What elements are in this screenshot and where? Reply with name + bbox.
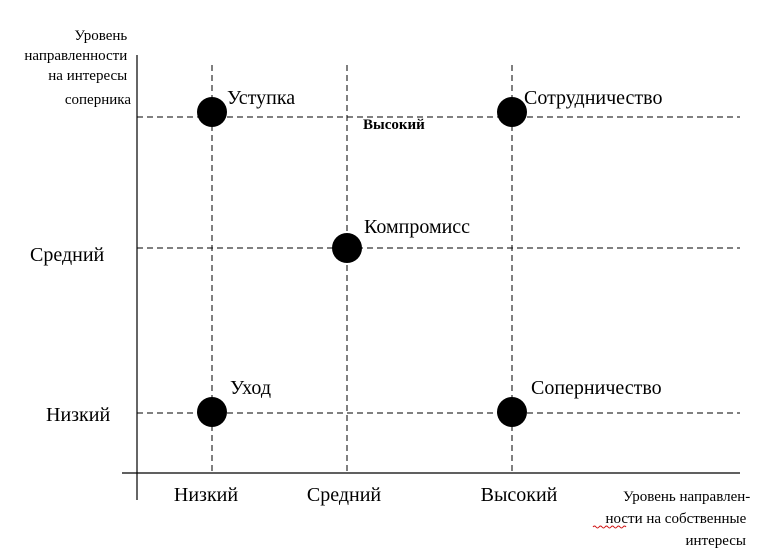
y-level-high: Высокий: [363, 117, 425, 133]
label-cooperation: Сотрудничество: [524, 87, 662, 109]
label-compromise: Компромисс: [364, 216, 470, 238]
x-level-high: Высокий: [481, 484, 558, 506]
x-level-mid: Средний: [307, 484, 382, 506]
label-rivalry: Соперничество: [531, 377, 662, 399]
label-concession: Уступка: [227, 87, 295, 109]
x-axis-title: Уровень направлен- ности на собственные …: [605, 489, 754, 549]
y-level-mid: Средний: [30, 244, 105, 266]
point-rivalry: [497, 397, 527, 427]
y-axis-title-line-1: Уровень: [74, 28, 127, 44]
point-compromise: [332, 233, 362, 263]
x-axis-title-line-1: Уровень направлен-: [623, 489, 750, 505]
label-avoidance: Уход: [230, 377, 271, 399]
y-axis-title: Уровень направленности на интересы сопер…: [24, 28, 131, 108]
x-level-low: Низкий: [174, 484, 238, 506]
y-axis-title-line-4: соперника: [65, 92, 131, 108]
y-axis-title-line-3: на интересы: [48, 68, 127, 84]
spellcheck-underline: [592, 525, 627, 529]
x-axis-title-line-2: ности на собственные: [605, 511, 746, 527]
y-level-low: Низкий: [46, 404, 110, 426]
x-axis-title-line-3: интересы: [685, 533, 746, 549]
y-axis-title-line-2: направленности: [24, 48, 127, 64]
point-concession: [197, 97, 227, 127]
point-avoidance: [197, 397, 227, 427]
point-cooperation: [497, 97, 527, 127]
